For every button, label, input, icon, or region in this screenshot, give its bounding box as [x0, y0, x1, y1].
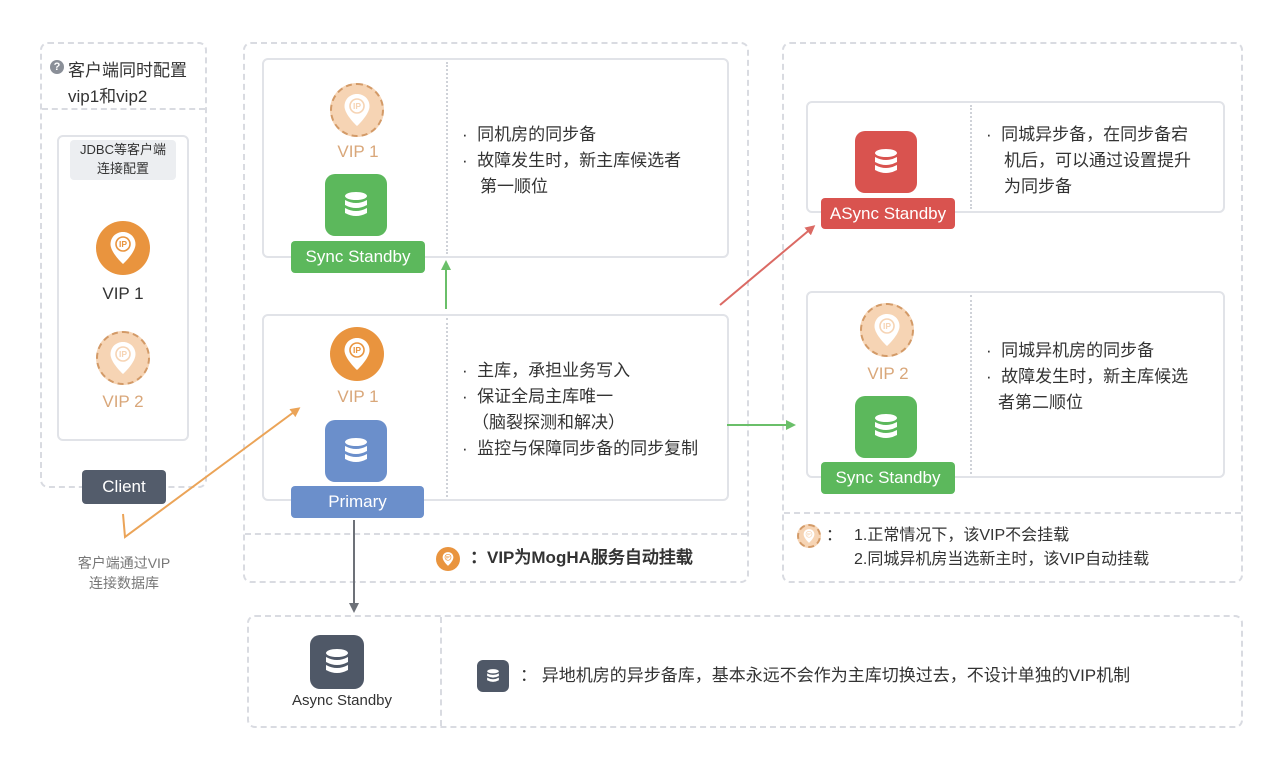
divider — [42, 108, 205, 110]
jdbc-config-label: JDBC等客户端 连接配置 — [70, 140, 176, 180]
sync2-vip-label: VIP 2 — [867, 364, 909, 383]
vip1-label: VIP 1 — [102, 284, 144, 303]
same-city-datacenter-container — [782, 42, 1243, 583]
client-to-primary-arrow — [122, 407, 301, 539]
sync-vip-label: VIP 1 — [337, 142, 379, 161]
vip2-label: VIP 2 — [102, 392, 144, 411]
right-legend: 1.正常情况下，该VIP不会挂载 2.同城异机房当选新主时，该VIP自动挂载 — [854, 527, 1150, 568]
remote-async-database-icon — [310, 635, 364, 689]
sync-standby2-database-icon — [855, 396, 917, 458]
panel-divider — [970, 295, 972, 474]
client-config-subtitle: vip1和vip2 — [68, 87, 148, 106]
vip1-pin-icon — [96, 221, 150, 275]
primary-database-icon — [325, 420, 387, 482]
primary-vip-label: VIP 1 — [337, 387, 379, 406]
sync-standby-tag: Sync Standby — [291, 241, 425, 273]
primary-tag: Primary — [291, 486, 424, 518]
legend-database-icon — [477, 660, 509, 692]
async-standby-description: · 同城异步备，在同步备宕 机后，可以通过设置提升 为同步备 — [986, 125, 1191, 196]
vip1-faded-pin-icon — [330, 83, 384, 137]
bottom-legend: ： 异地机房的异步备库，基本永远不会作为主库切换过去，不设计单独的VIP机制 — [520, 666, 1131, 685]
sync-standby-description: · 同机房的同步备 · 故障发生时，新主库候选者 第一顺位 — [462, 125, 682, 196]
vip2-faded-pin-icon — [860, 303, 914, 357]
client-connect-note: 客户端通过VIP 连接数据库 — [77, 555, 171, 591]
primary-vip1-pin-icon — [330, 327, 384, 381]
jdbc-config-panel — [57, 135, 189, 441]
legend-vip-pin-icon — [436, 547, 460, 571]
legend-divider — [784, 512, 1241, 514]
vip2-pin-icon — [96, 331, 150, 385]
remote-async-label: Async Standby — [291, 692, 393, 709]
right-legend-colon: ： — [826, 527, 843, 544]
client-config-title: 客户端同时配置 — [68, 61, 187, 80]
client-button[interactable]: Client — [82, 470, 166, 504]
async-standby-tag: ASync Standby — [821, 198, 955, 229]
panel-divider — [440, 617, 442, 726]
legend-vip-faded-pin-icon — [797, 524, 821, 548]
primary-to-async-arrow — [719, 225, 816, 306]
panel-divider — [970, 105, 972, 209]
sync-standby-database-icon — [325, 174, 387, 236]
panel-divider — [446, 62, 448, 254]
remote-datacenter-container — [247, 615, 1243, 728]
sync-standby2-description: · 同城异机房的同步备 · 故障发生时，新主库候选 者第二顺位 — [986, 341, 1189, 412]
async-standby-database-icon — [855, 131, 917, 193]
center-legend: ：VIP为MogHA服务自动挂载 — [470, 548, 693, 567]
primary-datacenter-container — [243, 42, 749, 583]
primary-description: · 主库，承担业务写入 · 保证全局主库唯一 （脑裂探测和解决） · 监控与保障… — [462, 361, 699, 458]
sync-standby2-tag: Sync Standby — [821, 462, 955, 494]
legend-divider — [245, 533, 747, 535]
question-icon: ? — [50, 60, 64, 74]
panel-divider — [446, 318, 448, 497]
